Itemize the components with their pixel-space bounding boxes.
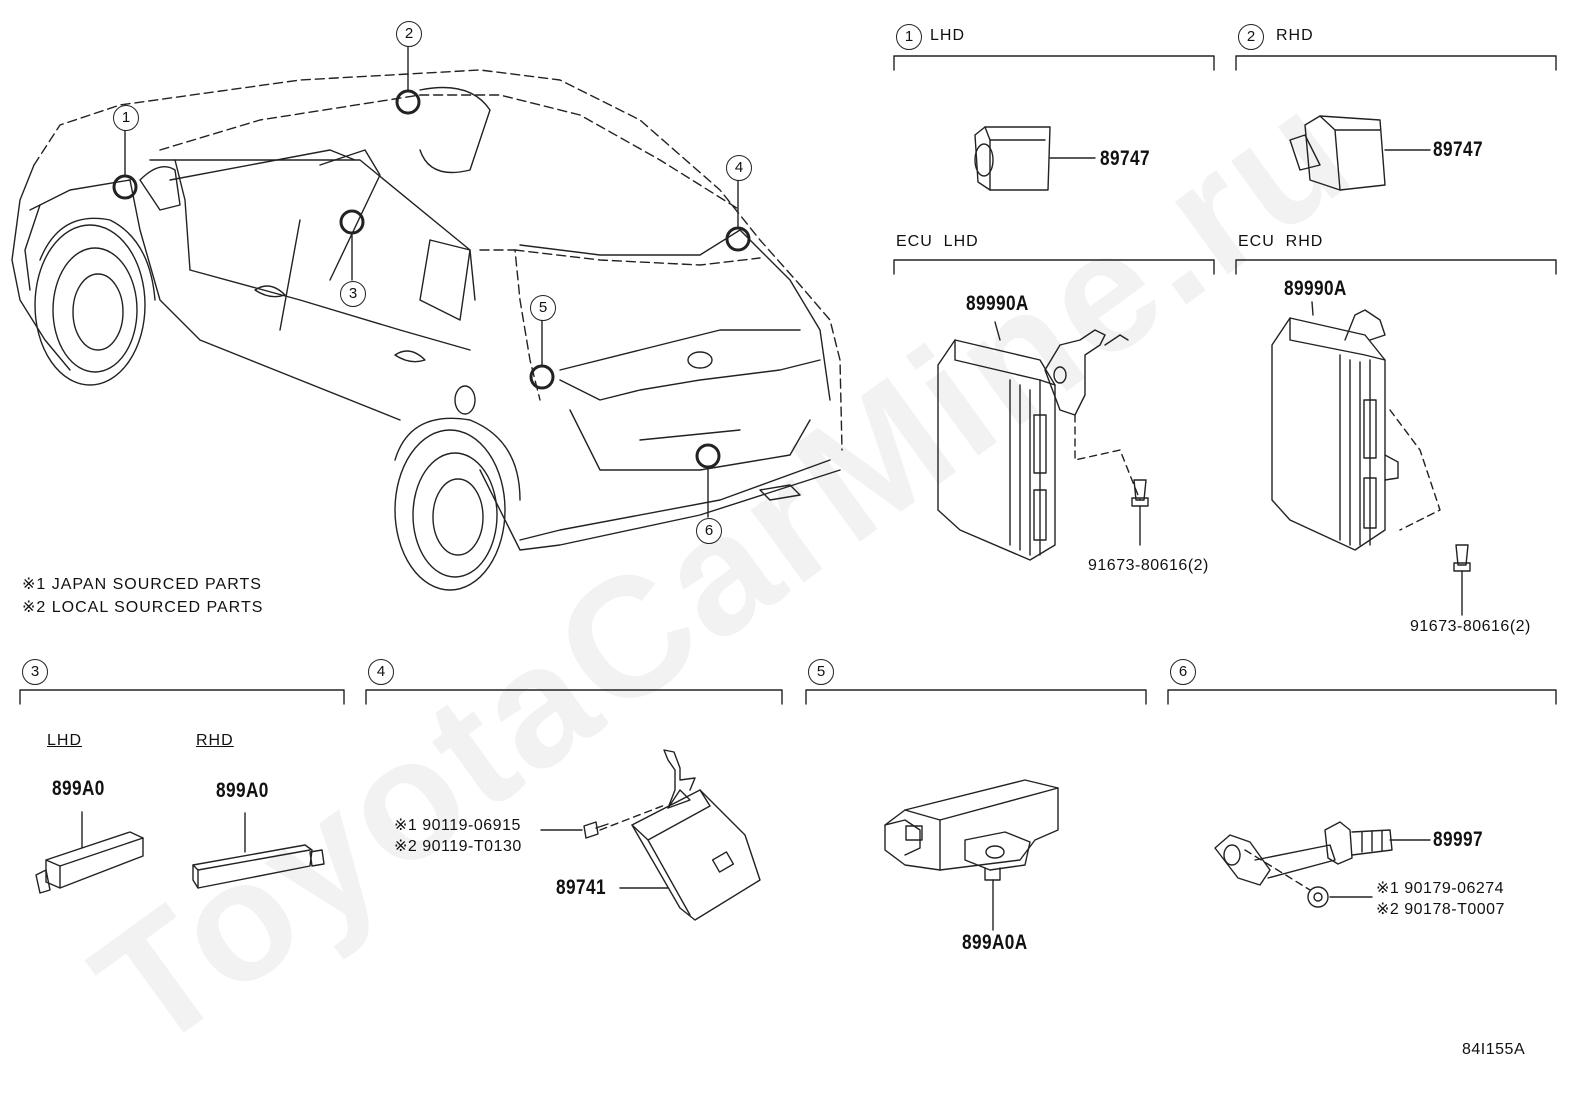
part-number-89741: 89741 [556,876,606,899]
part-number-89990a-rhd: 89990A [1284,277,1347,300]
part-89741 [540,749,761,921]
location-marker-3 [339,209,365,235]
callout-1: 1 [113,105,139,131]
section-callout-3: 3 [22,659,48,685]
part-89747-lhd [974,126,1096,191]
part-number-89747-lhd: 89747 [1100,147,1150,170]
section3-label-rhd: RHD [196,732,234,749]
section-label-rhd: RHD [1276,27,1314,44]
part-89747-rhd [1289,115,1431,191]
location-marker-2 [395,89,421,115]
part-number-bolt-rhd: 91673-80616(2) [1410,618,1531,635]
section-callout-2: 2 [1238,24,1264,50]
callout-3: 3 [340,281,366,307]
part-number-899a0-lhd: 899A0 [52,777,105,800]
note-japan-sourced: ※1 JAPAN SOURCED PARTS [22,576,262,593]
section-callout-1: 1 [896,24,922,50]
callout-5: 5 [530,295,556,321]
part-899a0a [884,779,1059,931]
location-marker-1 [112,174,138,200]
callout-6: 6 [696,518,722,544]
part-899a0-rhd [192,812,325,889]
callout-2: 2 [396,21,422,47]
part-899a0-lhd [35,811,144,894]
section-callout-4: 4 [368,659,394,685]
car-illustration [11,69,843,591]
part-number-90178-t0007: ※2 90178-T0007 [1376,901,1505,918]
diagram-code: 84I155A [1462,1041,1526,1058]
location-marker-6 [695,443,721,469]
part-number-899a0-rhd: 899A0 [216,779,269,802]
section-callout-6: 6 [1170,659,1196,685]
part-89990a-rhd [1271,301,1471,616]
part-number-899a0a: 899A0A [962,931,1028,954]
section-brackets [19,55,1557,705]
part-number-bolt-lhd: 91673-80616(2) [1088,557,1209,574]
callout-leaders [124,44,739,518]
section-callout-5: 5 [808,659,834,685]
section3-label-lhd: LHD [47,732,83,749]
callout-4: 4 [726,155,752,181]
part-number-89990a-lhd: 89990A [966,292,1029,315]
part-number-90119-t0130: ※2 90119-T0130 [394,838,522,855]
part-number-89747-rhd: 89747 [1433,138,1483,161]
part-number-90119-06915: ※1 90119-06915 [394,817,521,834]
part-89997 [1214,821,1431,908]
car-locations [112,89,751,469]
section-label-ecu-rhd: ECU RHD [1238,233,1324,250]
part-89990a-lhd [937,321,1149,561]
part-number-90179-06274: ※1 90179-06274 [1376,880,1505,897]
note-local-sourced: ※2 LOCAL SOURCED PARTS [22,599,264,616]
section-label-ecu-lhd: ECU LHD [896,233,979,250]
part-number-89997: 89997 [1433,828,1483,851]
section-label-lhd: LHD [930,27,966,44]
